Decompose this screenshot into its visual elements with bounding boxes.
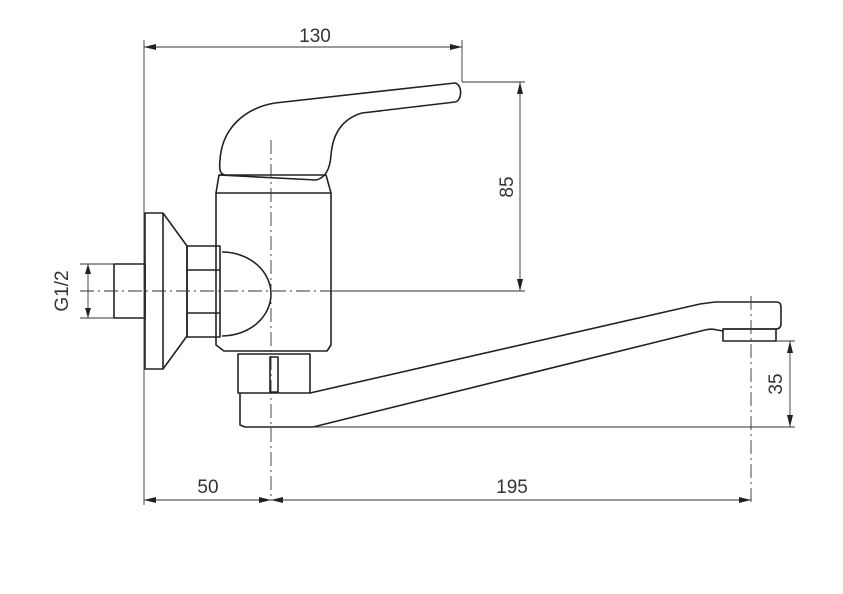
collar-slot [269,356,279,393]
dim-50: 50 [197,477,218,498]
lever-handle [218,82,462,181]
dim-g12: G1/2 [52,270,73,311]
dim-35: 35 [766,373,787,394]
aerator [722,328,777,342]
spout-collar [237,353,311,394]
dim-85: 85 [497,176,518,197]
hex-nut [186,245,221,338]
connector-dome [221,251,272,337]
spout-lower [239,328,724,428]
dimension-lines [80,40,795,505]
dim-195: 195 [496,477,528,498]
faucet-outline [113,82,782,428]
spout-upper [309,301,782,394]
dim-130: 130 [299,26,331,47]
dimension-labels: 130 85 G1/2 35 50 195 [52,26,787,498]
valve-body [215,174,332,352]
center-lines [80,140,752,505]
